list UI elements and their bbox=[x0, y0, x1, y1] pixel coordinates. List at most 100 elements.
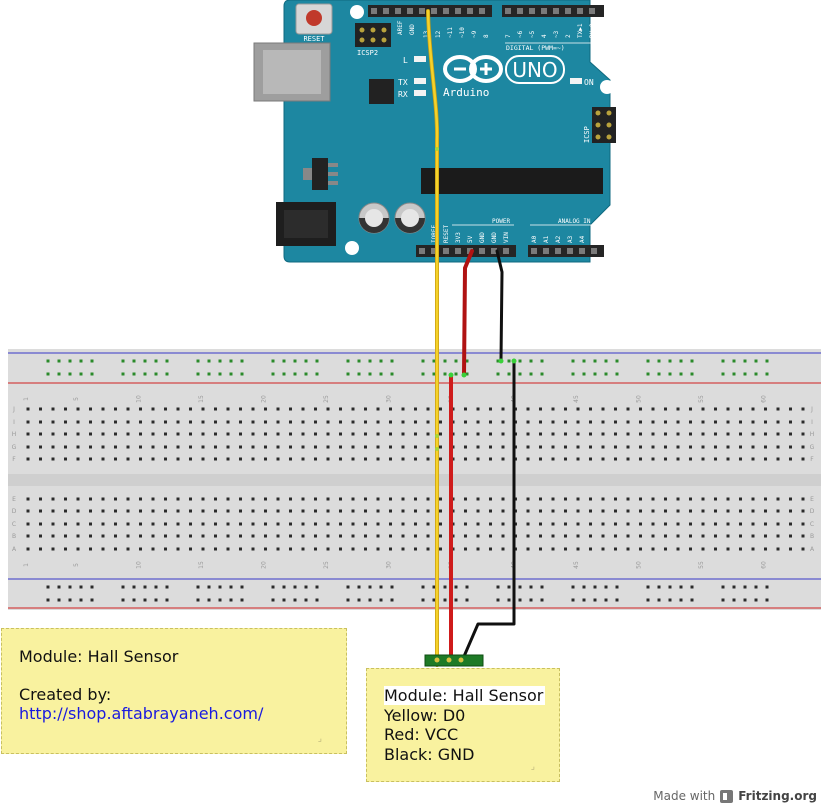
gnd-top-label: GND bbox=[409, 24, 416, 35]
rail-hole bbox=[368, 359, 372, 363]
breadboard-hole bbox=[651, 534, 655, 538]
analog-header bbox=[528, 245, 604, 257]
rail-hole bbox=[379, 585, 383, 589]
legend-red: Red: VCC bbox=[384, 725, 459, 744]
rail-hole bbox=[390, 359, 394, 363]
breadboard-hole bbox=[126, 420, 130, 424]
breadboard-hole bbox=[126, 457, 130, 461]
rail-hole bbox=[443, 359, 447, 363]
breadboard-hole bbox=[801, 457, 805, 461]
breadboard-hole bbox=[714, 457, 717, 461]
breadboard-hole bbox=[76, 420, 80, 424]
rail-hole bbox=[465, 585, 469, 589]
breadboard-hole bbox=[489, 497, 492, 501]
analog-pin-label: A4 bbox=[579, 235, 586, 243]
breadboard-hole bbox=[589, 497, 592, 501]
breadboard-hole bbox=[239, 522, 242, 526]
breadboard-hole bbox=[576, 457, 580, 461]
breadboard-hole bbox=[464, 534, 467, 538]
breadboard-hole bbox=[476, 432, 480, 436]
breadboard-hole bbox=[101, 547, 105, 551]
breadboard-hole bbox=[89, 509, 92, 513]
led-rx bbox=[414, 90, 426, 96]
rail-hole bbox=[571, 585, 575, 589]
breadboard-hole bbox=[726, 534, 730, 538]
breadboard-hole bbox=[626, 432, 630, 436]
digital-pin-label: ~9 bbox=[471, 30, 478, 38]
rail-hole bbox=[293, 359, 297, 363]
power-header-label: POWER bbox=[492, 218, 510, 225]
breadboard-column-number: 1 bbox=[23, 563, 30, 567]
rail-hole bbox=[604, 372, 608, 376]
breadboard-hole bbox=[576, 534, 580, 538]
breadboard-hole bbox=[76, 457, 80, 461]
capacitor bbox=[394, 202, 426, 234]
breadboard-hole bbox=[564, 457, 567, 461]
breadboard-hole bbox=[701, 457, 705, 461]
breadboard-hole bbox=[189, 522, 192, 526]
breadboard-hole bbox=[739, 432, 742, 436]
rail-hole bbox=[304, 598, 308, 602]
rail-hole bbox=[743, 598, 747, 602]
rail-hole bbox=[57, 598, 61, 602]
breadboard-hole bbox=[501, 420, 505, 424]
breadboard-hole bbox=[226, 445, 230, 449]
breadboard-column-number: 60 bbox=[761, 395, 768, 403]
digital-pin-label: RX◀0 bbox=[589, 23, 596, 38]
breadboard-hole bbox=[389, 547, 392, 551]
breadboard-hole bbox=[751, 522, 755, 526]
breadboard-hole bbox=[89, 522, 92, 526]
breadboard-hole bbox=[239, 457, 242, 461]
breadboard-hole bbox=[589, 509, 592, 513]
breadboard-hole bbox=[239, 547, 242, 551]
breadboard-row-letter: I bbox=[13, 419, 15, 426]
led-tx-label: TX bbox=[398, 78, 408, 87]
header-pin bbox=[395, 8, 401, 14]
rail-hole bbox=[657, 585, 661, 589]
breadboard-hole bbox=[189, 407, 192, 411]
breadboard-hole bbox=[301, 432, 305, 436]
led-l-label: L bbox=[403, 56, 408, 65]
breadboard-hole bbox=[151, 547, 155, 551]
breadboard-hole bbox=[389, 534, 392, 538]
breadboard-row-letter: B bbox=[12, 533, 16, 540]
breadboard-hole bbox=[614, 445, 617, 449]
breadboard-column-number: 1 bbox=[23, 397, 30, 401]
breadboard-hole bbox=[676, 509, 680, 513]
rail-hole bbox=[571, 372, 575, 376]
breadboard-hole bbox=[39, 497, 42, 501]
breadboard-hole bbox=[689, 445, 692, 449]
rail-hole bbox=[79, 372, 83, 376]
breadboard-hole bbox=[151, 497, 155, 501]
breadboard-hole bbox=[239, 432, 242, 436]
rail-hole bbox=[68, 359, 72, 363]
breadboard-hole bbox=[376, 547, 380, 551]
mounting-hole bbox=[600, 80, 614, 94]
breadboard-hole bbox=[276, 432, 280, 436]
breadboard-hole bbox=[651, 420, 655, 424]
breadboard-hole bbox=[539, 534, 542, 538]
breadboard-row-letter: C bbox=[12, 521, 16, 528]
breadboard-hole bbox=[351, 497, 355, 501]
header-pin bbox=[517, 8, 523, 14]
header-pin bbox=[371, 8, 377, 14]
breadboard-hole bbox=[101, 534, 105, 538]
rail-hole bbox=[443, 585, 447, 589]
shop-link[interactable]: http://shop.aftabrayaneh.com/ bbox=[19, 704, 264, 723]
breadboard-hole bbox=[539, 547, 542, 551]
breadboard-hole bbox=[476, 534, 480, 538]
rail-hole bbox=[443, 372, 447, 376]
rail-hole bbox=[496, 598, 500, 602]
breadboard-hole bbox=[614, 509, 617, 513]
breadboard-hole bbox=[189, 509, 192, 513]
breadboard-hole bbox=[689, 534, 692, 538]
breadboard-hole bbox=[664, 445, 667, 449]
breadboard-hole bbox=[501, 547, 505, 551]
breadboard-hole bbox=[664, 497, 667, 501]
breadboard-hole bbox=[126, 497, 130, 501]
rail-hole bbox=[132, 598, 136, 602]
power-pin-label: GND bbox=[491, 232, 498, 243]
breadboard-hole bbox=[676, 497, 680, 501]
rail-hole bbox=[165, 372, 169, 376]
breadboard-hole bbox=[426, 420, 430, 424]
